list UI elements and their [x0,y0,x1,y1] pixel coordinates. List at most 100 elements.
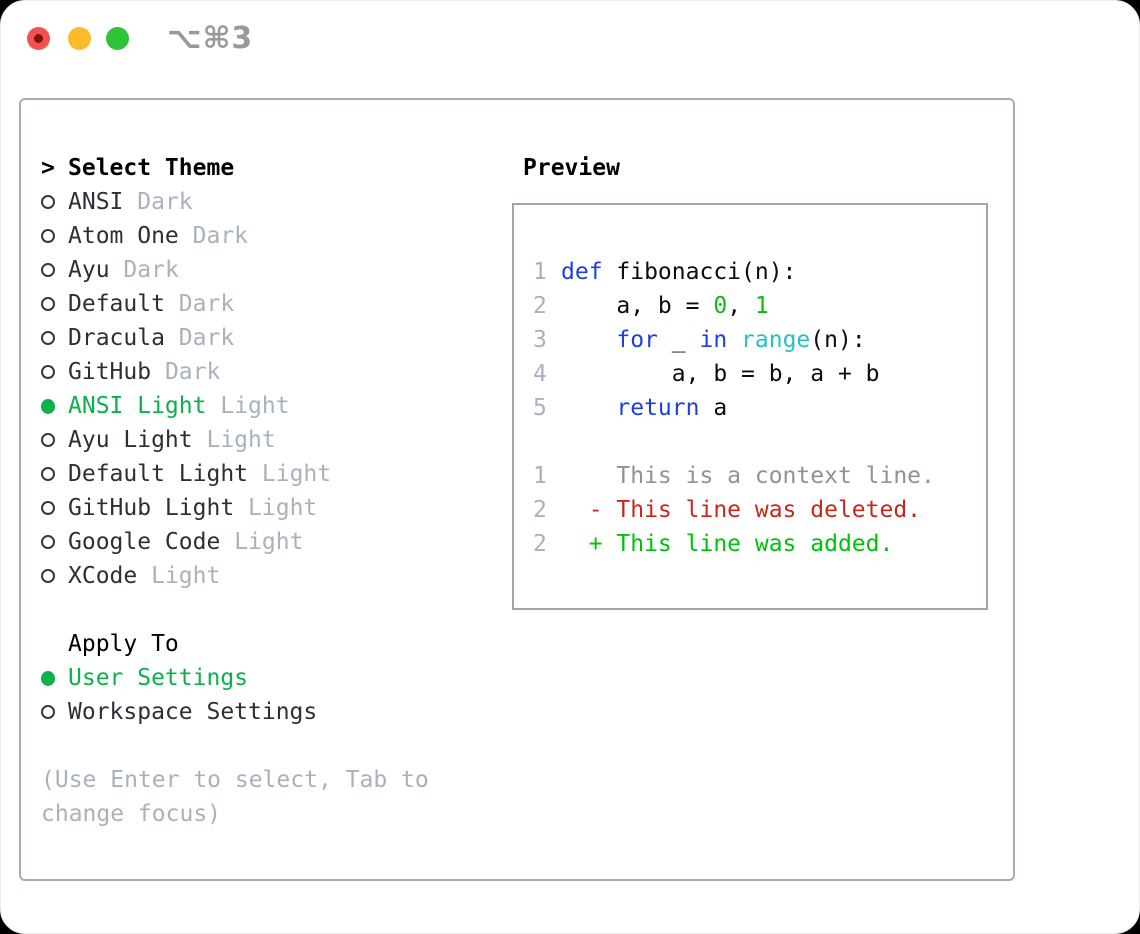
preview-column: Preview 1 def fibonacci(n): 2 a, b = 0, … [512,151,1006,610]
theme-variant-badge: Dark [164,359,221,385]
diff-line: 2 + This line was added. [533,527,986,561]
apply-option-label: User Settings [68,665,249,691]
diff-text: This is a context line. [561,463,935,489]
code-sample: 1 def fibonacci(n): 2 a, b = 0, 1 3 for … [533,255,986,425]
code-line: 5 return a [533,391,986,425]
code-text: return a [616,395,728,421]
window-title: ⌥⌘3 [167,21,254,56]
theme-variant-badge: Light [234,529,304,555]
radio-icon [41,398,55,414]
theme-variant-badge: Light [151,563,221,589]
preview-title: Preview [523,155,620,181]
prompt-icon: > [41,155,55,181]
line-number: 2 [533,497,547,523]
apply-option-label: Workspace Settings [68,699,318,725]
radio-icon [41,569,55,583]
close-button[interactable] [27,27,50,50]
radio-icon [41,501,55,515]
theme-variant-badge: Light [248,495,318,521]
line-number: 5 [533,395,547,421]
theme-option[interactable]: ANSI Dark [41,185,491,219]
minimize-button[interactable] [68,27,91,50]
diff-text: + This line was added. [561,531,894,557]
apply-to-list: User Settings Workspace Settings [41,661,491,729]
line-number: 2 [533,293,547,319]
code-text: a, b = b, a + b [561,361,880,387]
theme-variant-badge: Dark [192,223,249,249]
line-number: 1 [533,259,547,285]
theme-variant-badge: Dark [123,257,179,283]
code-text: def fibonacci(n): [561,259,797,285]
zoom-button[interactable] [106,27,129,50]
theme-variant-badge: Dark [178,325,235,351]
theme-name: Google Code [68,529,221,555]
theme-option[interactable]: GitHub Dark [41,355,491,389]
radio-icon [41,331,55,345]
apply-option[interactable]: Workspace Settings [41,695,491,729]
radio-icon [41,433,55,447]
line-number: 1 [533,463,547,489]
line-number: 3 [533,327,547,353]
theme-picker-panel: > Select Theme ANSI Dark Atom One Dark A… [19,98,1015,881]
theme-option[interactable]: GitHub Light Light [41,491,491,525]
theme-name: Default Light [68,461,249,487]
radio-icon [41,365,55,379]
theme-option[interactable]: Ayu Dark [41,253,491,287]
theme-list: ANSI Dark Atom One Dark Ayu Dark Default… [41,185,491,593]
theme-option[interactable]: Ayu Light Light [41,423,491,457]
code-line: 1 def fibonacci(n): [533,255,986,289]
apply-to-title: Apply To [68,631,179,657]
theme-option[interactable]: Default Light Light [41,457,491,491]
theme-name: Dracula [68,325,165,351]
diff-line: 2 - This line was deleted. [533,493,986,527]
theme-name: Default [68,291,165,317]
select-theme-header: > Select Theme [41,151,491,185]
theme-variant-badge: Light [261,461,332,487]
radio-icon [41,263,55,277]
apply-to-header: Apply To [41,627,491,661]
spacer [41,593,491,627]
diff-text: - This line was deleted. [561,497,922,523]
radio-icon [41,670,55,686]
code-text: a, b = 0, 1 [561,293,769,319]
apply-option[interactable]: User Settings [41,661,491,695]
code-line: 4 a, b = b, a + b [533,357,986,391]
theme-option[interactable]: Default Dark [41,287,491,321]
select-theme-title: Select Theme [68,155,235,181]
radio-icon [41,297,55,311]
theme-name: Ayu [68,257,110,283]
theme-option[interactable]: XCode Light [41,559,491,593]
radio-icon [41,705,55,719]
radio-icon [41,535,55,549]
line-number: 2 [533,531,547,557]
preview-header: Preview [523,151,1006,185]
code-text: for _ in range(n): [616,327,866,353]
code-line: 2 a, b = 0, 1 [533,289,986,323]
preview-box: 1 def fibonacci(n): 2 a, b = 0, 1 3 for … [512,203,988,610]
theme-option[interactable]: Atom One Dark [41,219,491,253]
title-bar: ⌥⌘3 [1,1,1139,75]
help-text: (Use Enter to select, Tab to change focu… [41,767,429,827]
theme-name: ANSI [68,189,124,215]
theme-name: ANSI Light [68,393,207,419]
diff-sample: 1 This is a context line. 2 - This line … [533,459,986,561]
line-number: 4 [533,361,547,387]
theme-option[interactable]: Dracula Dark [41,321,491,355]
theme-name: GitHub [68,359,152,385]
theme-option[interactable]: Google Code Light [41,525,491,559]
diff-line: 1 This is a context line. [533,459,986,493]
radio-icon [41,195,55,209]
theme-name: Atom One [68,223,179,249]
theme-variant-badge: Dark [178,291,235,317]
theme-name: Ayu Light [68,427,193,453]
theme-option[interactable]: ANSI Light Light [41,389,491,423]
code-line: 3 for _ in range(n): [533,323,986,357]
indent [41,637,55,651]
radio-icon [41,229,55,243]
selector-column: > Select Theme ANSI Dark Atom One Dark A… [41,151,491,831]
theme-variant-badge: Dark [137,189,193,215]
theme-name: GitHub Light [68,495,235,521]
radio-icon [41,467,55,481]
theme-variant-badge: Light [206,427,276,453]
